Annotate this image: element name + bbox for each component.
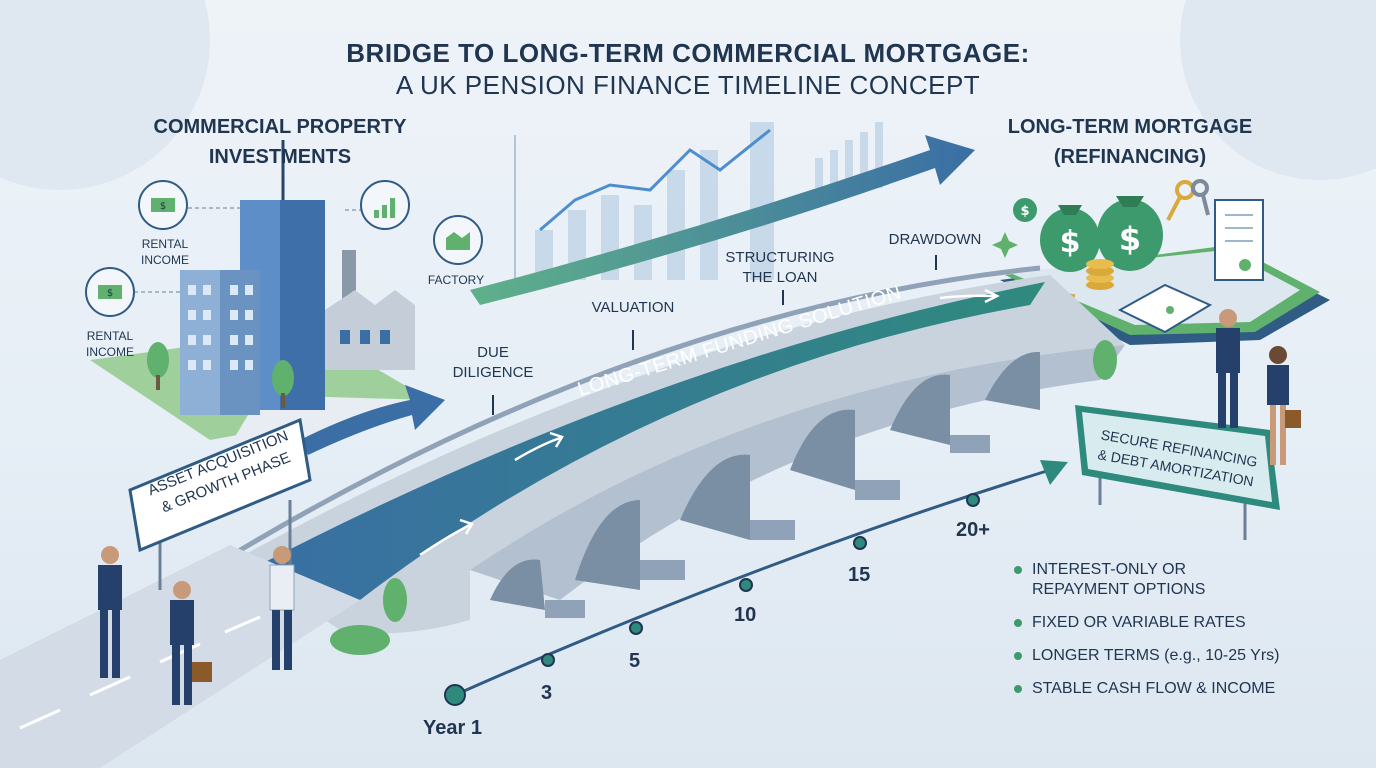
right-sign-board [1075,405,1280,540]
label-line: FACTORY [427,273,485,287]
step-line: VALUATION [591,299,675,316]
person [1216,309,1240,428]
sparkle-icon [992,232,1018,258]
step-line: DRAWDOWN [888,231,982,248]
feature-item: LONGER TERMS (e.g., 10-25 Yrs) [1010,646,1350,666]
features-list: INTEREST-ONLY OR REPAYMENT OPTIONS FIXED… [1010,560,1350,712]
timeline-label-10: 10 [734,604,757,626]
svg-text:$: $ [1020,204,1029,219]
rental-income-label: RENTAL INCOME [133,236,197,268]
page-title: BRIDGE TO LONG-TERM COMMERCIAL MORTGAGE: [346,38,1030,68]
label-line: RENTAL [86,329,134,343]
person [1267,346,1301,465]
timeline-label-5: 5 [629,650,641,672]
svg-text:$: $ [107,288,113,299]
left-heading-line2: INVESTMENTS [208,146,352,168]
timeline-label-20-plus: 20+ [956,519,990,541]
bridge-railing [230,265,1041,558]
timeline-label-15: 15 [848,564,871,586]
feature-item: INTEREST-ONLY OR REPAYMENT OPTIONS [1010,560,1350,600]
feature-item: STABLE CASH FLOW & INCOME [1010,679,1350,699]
page-subtitle: A UK PENSION FINANCE TIMELINE CONCEPT [395,70,981,100]
label-line: RENTAL [141,237,189,251]
svg-text:$: $ [1060,225,1081,260]
factory-building [325,250,415,370]
document-icon [1214,199,1264,281]
office-building [180,270,260,415]
step-line: DUE [477,344,509,361]
money-bag-icon: $ [1097,196,1163,271]
bullet-dot-icon [1014,619,1022,627]
bg-circle [1180,0,1376,180]
step-due-diligence: DUE DILIGENCE [445,343,541,383]
feature-line: REPAYMENT OPTIONS [1032,581,1206,598]
step-markers [492,255,937,415]
svg-text:$: $ [1119,220,1141,258]
feature-line: STABLE CASH FLOW & INCOME [1032,680,1276,697]
person [269,546,295,670]
person [98,546,122,678]
bridge-road [240,282,1045,600]
left-section-heading: COMMERCIAL PROPERTY INVESTMENTS [110,112,450,172]
bullet-dot-icon [1014,685,1022,693]
step-drawdown: DRAWDOWN [870,230,1000,250]
rental-income-icon: $ [138,180,240,230]
coin-stack-icon [1086,259,1114,290]
timeline-markers [444,493,980,706]
rental-income-icon: $ [85,267,180,317]
right-section-heading: LONG-TERM MORTGAGE (REFINANCING) [960,112,1300,172]
bush [330,340,1117,655]
right-heading-line2: (REFINANCING) [1053,146,1207,168]
bullet-dot-icon [1014,566,1022,574]
rental-income-label: RENTAL INCOME [78,328,142,360]
step-line: STRUCTURING [725,249,835,266]
bridge [235,275,1125,634]
tree [147,342,294,408]
step-line: DILIGENCE [452,364,534,381]
dollar-coin-icon: $ [1013,198,1037,222]
timeline-label-year-1: Year 1 [423,717,482,739]
right-heading-line1: LONG-TERM MORTGAGE [1007,116,1253,138]
bullet-dot-icon [1014,652,1022,660]
growth-line [539,128,771,232]
timeline-arrowhead [1040,460,1068,485]
feature-item: FIXED OR VARIABLE RATES [1010,613,1350,633]
growth-arrow [470,135,975,305]
growth-chart-icon [345,180,410,230]
left-heading-line1: COMMERCIAL PROPERTY [153,116,407,138]
step-structuring-the-loan: STRUCTURING THE LOAN [705,248,855,288]
factory-icon [433,215,483,265]
step-valuation: VALUATION [568,298,698,318]
money-bag-icon: $ [1040,205,1100,272]
feature-line: LONGER TERMS (e.g., 10-25 Yrs) [1032,647,1280,664]
feature-line: FIXED OR VARIABLE RATES [1032,614,1246,631]
svg-text:$: $ [160,201,166,212]
label-line: INCOME [141,253,189,267]
feature-line: INTEREST-ONLY OR [1032,561,1187,578]
person [170,581,212,705]
acquisition-arrow [300,385,445,455]
timeline-label-3: 3 [541,682,553,704]
factory-label: FACTORY [420,272,492,288]
label-line: INCOME [86,345,134,359]
step-line: THE LOAN [742,269,818,286]
road-direction-arrows [419,288,1000,557]
bg-circle [0,0,210,190]
contract-document-icon [1117,283,1213,334]
